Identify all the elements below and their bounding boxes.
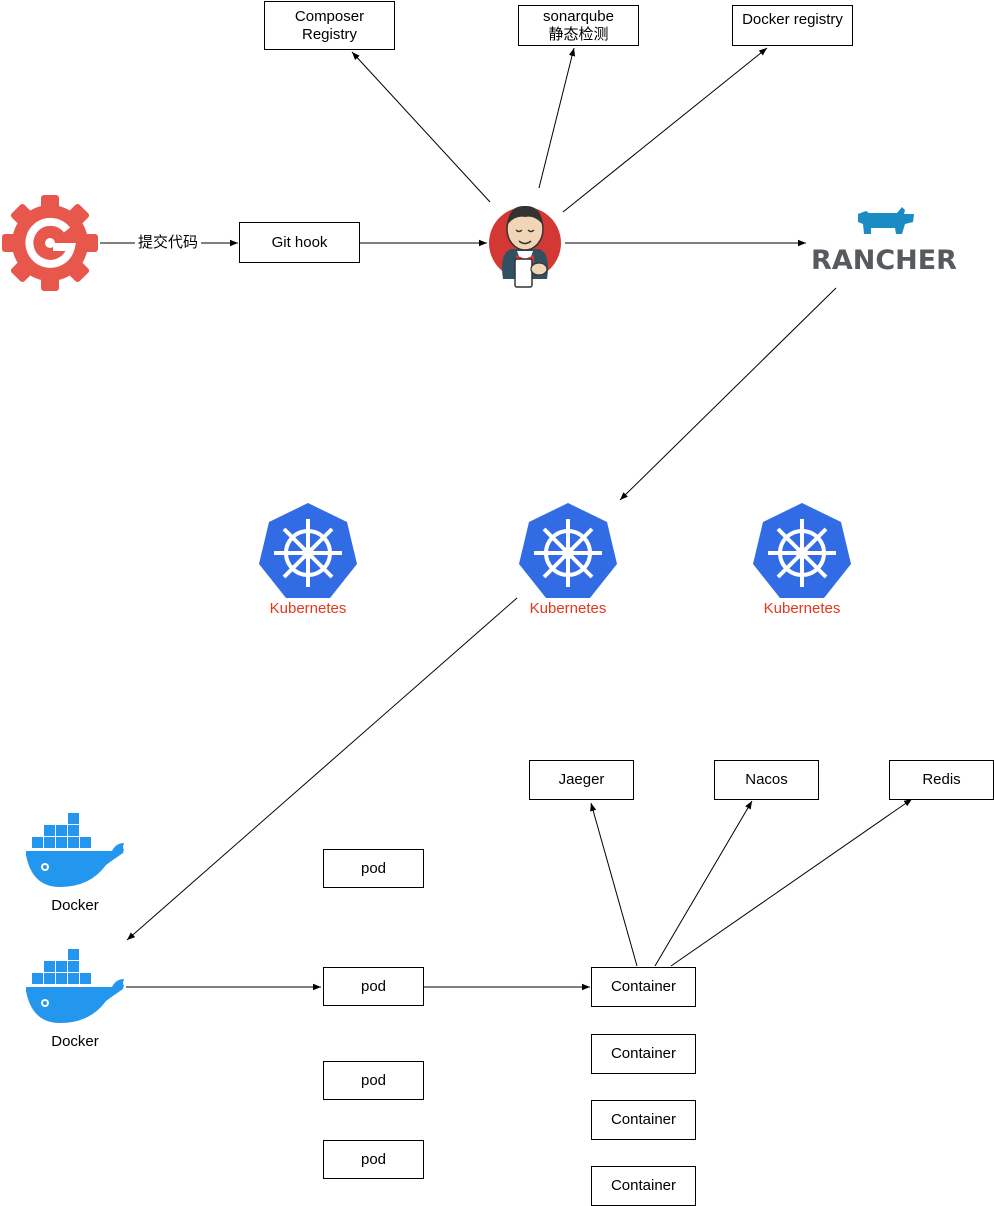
edge-k8s-to-docker <box>126 597 518 941</box>
kubernetes-icon <box>753 503 851 598</box>
edge-jenkins-to-sonarqube <box>538 47 576 189</box>
edge-jenkins-to-docker-registry <box>562 47 768 213</box>
docker-icon <box>26 813 124 887</box>
edge-rancher-to-k8s <box>619 287 837 501</box>
container-box: Container <box>591 967 696 1007</box>
container-box: Container <box>591 1100 696 1140</box>
edge-jenkins-to-composer <box>351 51 491 203</box>
rancher-label: RANCHER <box>811 245 957 276</box>
edge-container-to-nacos <box>654 800 753 967</box>
kubernetes-label: Kubernetes <box>269 600 347 617</box>
container-box: Container <box>591 1166 696 1206</box>
composer-registry-box: Composer Registry <box>264 1 395 50</box>
kubernetes-label: Kubernetes <box>529 600 607 617</box>
nacos-box: Nacos <box>714 760 819 800</box>
docker-label: Docker <box>51 897 99 914</box>
edge-container-to-redis <box>670 798 913 967</box>
redis-box: Redis <box>889 760 994 800</box>
kubernetes-label: Kubernetes <box>763 600 841 617</box>
pod-box: pod <box>323 1061 424 1100</box>
edge-container-to-jaeger <box>590 802 638 967</box>
jenkins-icon <box>489 205 561 288</box>
kubernetes-icon <box>259 503 357 598</box>
docker-icon <box>26 949 124 1023</box>
pod-box: pod <box>323 967 424 1006</box>
commit-code-label: 提交代码 <box>135 234 202 252</box>
gitea-icon <box>2 195 98 291</box>
sonarqube-box: sonarqube 静态检测 <box>518 5 639 46</box>
rancher-icon <box>858 207 914 234</box>
docker-registry-box: Docker registry <box>732 5 853 46</box>
docker-label: Docker <box>51 1033 99 1050</box>
kubernetes-icon <box>519 503 617 598</box>
pod-box: pod <box>323 1140 424 1179</box>
jaeger-box: Jaeger <box>529 760 634 800</box>
container-box: Container <box>591 1034 696 1074</box>
pod-box: pod <box>323 849 424 888</box>
git-hook-box: Git hook <box>239 222 360 263</box>
